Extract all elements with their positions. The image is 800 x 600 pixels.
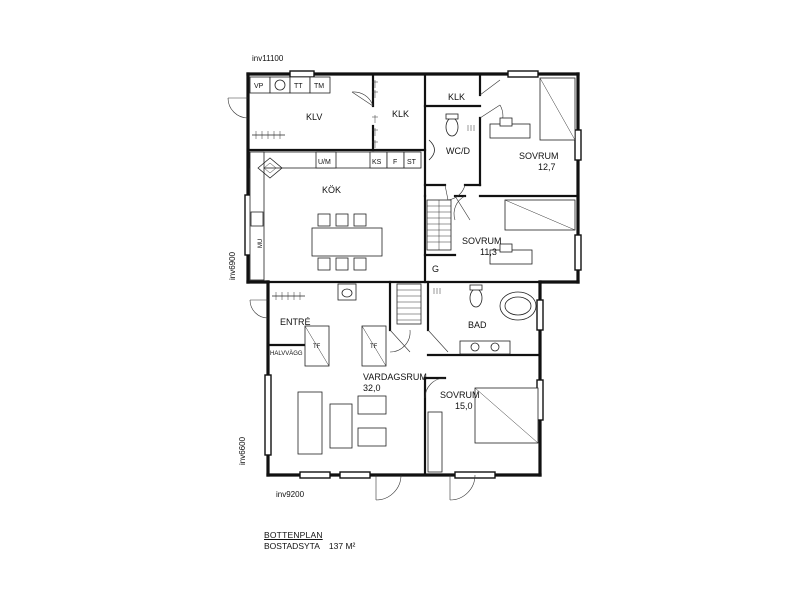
vardagsrum-furniture: TF TF <box>297 325 387 455</box>
caption-title: BOTTENPLAN <box>264 530 323 540</box>
room-vardagsrum: VARDAGSRUM <box>363 372 427 382</box>
fixture-f: F <box>393 159 397 166</box>
room-klk-2: KLK <box>448 92 465 102</box>
wc-fixtures <box>428 113 475 161</box>
room-bad: BAD <box>468 320 487 330</box>
room-sovrum-1: SOVRUM <box>519 151 559 161</box>
room-halvvagg: HALVVÄGG <box>270 350 303 357</box>
fixture-tf-2: TF <box>370 344 378 350</box>
room-garage-g: G <box>432 264 439 274</box>
sovrum-3-furniture <box>427 387 539 473</box>
room-sovrum-2: SOVRUM <box>462 236 502 246</box>
exterior-doors <box>227 97 476 501</box>
room-kok: KÖK <box>322 185 341 195</box>
sovrum-2-furniture <box>489 199 576 265</box>
room-klk-1: KLK <box>392 109 409 119</box>
entre-fixtures <box>272 283 357 301</box>
room-sovrum-1-area: 12,7 <box>538 162 556 172</box>
room-klv: KLV <box>306 112 322 122</box>
room-entre: ENTRÉ <box>280 317 311 327</box>
plan-caption: BOTTENPLAN BOSTADSYTA 137 M² <box>264 530 355 552</box>
room-labels: KLV KLK KLK KÖK WC/D SOVRUM 12,7 SOVRUM … <box>270 92 559 411</box>
fixture-tt: TT <box>294 83 303 90</box>
room-sovrum-2-area: 11,3 <box>480 247 497 257</box>
bad-fixtures <box>433 284 537 355</box>
laundry-fixtures: VP TT TM <box>249 76 331 139</box>
stairs <box>396 199 452 325</box>
room-vardagsrum-area: 32,0 <box>363 383 381 393</box>
fixture-micro: MU <box>258 239 264 248</box>
klk-shelving <box>372 80 378 148</box>
dimension-left-upper: inv6900 <box>228 251 237 280</box>
dimension-top: inv11100 <box>252 54 284 63</box>
dimension-bottom: inv9200 <box>276 490 305 499</box>
fixture-tm: TM <box>314 83 324 90</box>
fixture-tf-1: TF <box>313 344 321 350</box>
fixture-vp: VP <box>254 83 264 90</box>
kitchen-fixtures: U/M KS F ST MU <box>249 151 422 281</box>
room-sovrum-3: SOVRUM <box>440 390 480 400</box>
fixture-um: U/M <box>318 159 331 166</box>
fixture-ks: KS <box>372 159 382 166</box>
interior-walls <box>246 72 580 477</box>
caption-area-value: 137 M² <box>328 541 356 551</box>
dimension-left-lower: inv6600 <box>238 436 247 465</box>
caption-area: BOSTADSYTA 137 M² <box>264 541 355 552</box>
caption-area-label: BOSTADSYTA <box>264 541 320 551</box>
room-wc: WC/D <box>446 146 470 156</box>
fixture-st: ST <box>407 159 417 166</box>
sovrum-1-furniture <box>489 77 576 141</box>
room-sovrum-3-area: 15,0 <box>455 401 473 411</box>
